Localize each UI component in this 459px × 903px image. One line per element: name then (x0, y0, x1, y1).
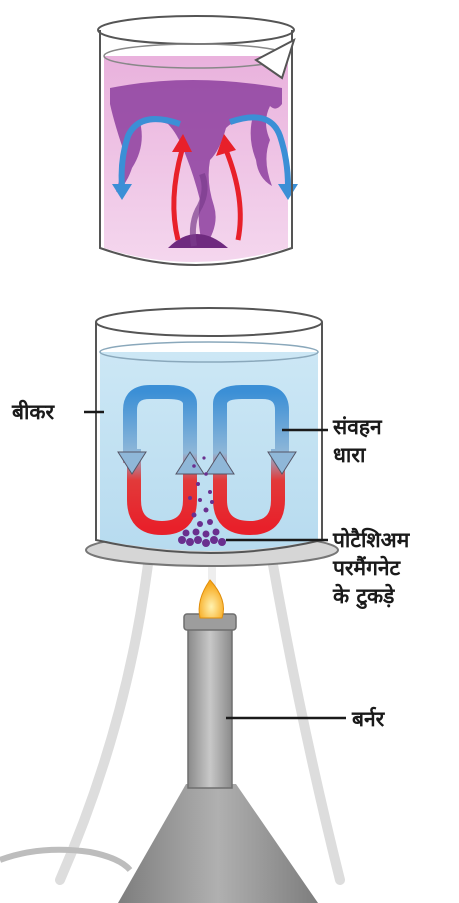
tripod-leg-right (270, 548, 340, 880)
label-convection-current: संवहन धारा (333, 413, 382, 469)
label-kmno4-line-2: परमैंगनेट (333, 554, 409, 582)
burner-tube (188, 626, 232, 788)
top-beaker-rim (98, 16, 294, 44)
bottom-beaker (86, 308, 338, 566)
label-burner-text: बर्नर (352, 705, 384, 733)
tripod-leg-left (60, 548, 150, 880)
label-beaker-text: बीकर (12, 398, 54, 426)
label-kmno4-line-1: पोटैशिअम (333, 526, 409, 554)
label-convection-line-1: संवहन (333, 413, 382, 441)
label-burner: बर्नर (352, 705, 384, 733)
burner-flame (199, 580, 223, 618)
label-potassium-permanganate: पोटैशिअम परमैंगनेट के टुकड़े (333, 526, 409, 610)
top-beaker (98, 16, 298, 265)
label-beaker: बीकर (12, 398, 54, 426)
bottom-beaker-rim (96, 308, 322, 336)
burner-base (118, 784, 318, 903)
label-kmno4-line-3: के टुकड़े (333, 582, 409, 610)
label-convection-line-2: धारा (333, 441, 382, 469)
